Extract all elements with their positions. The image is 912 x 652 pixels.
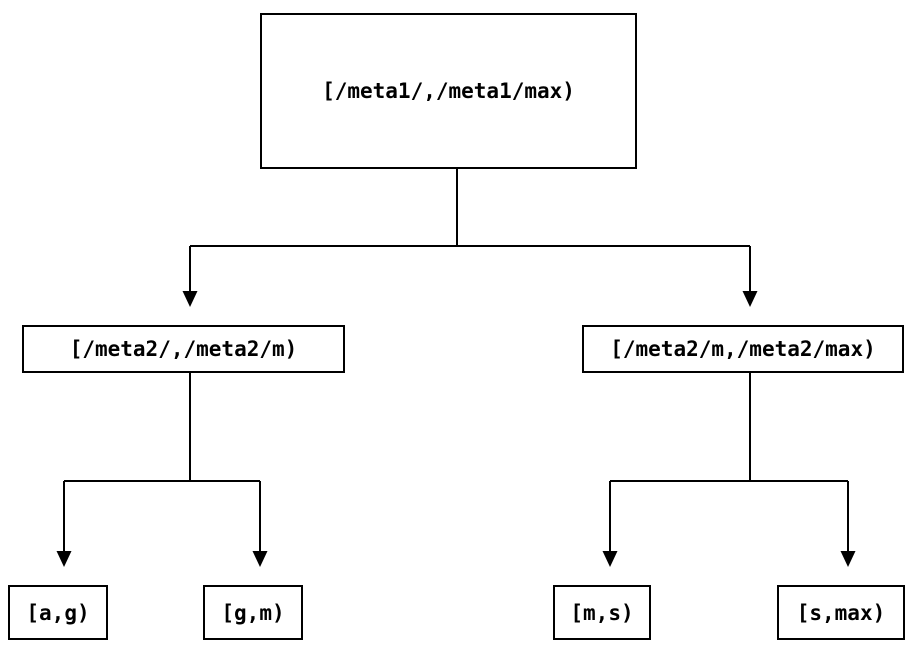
edge-left-children [56, 373, 268, 567]
node-leaf-a-g-label: [a,g) [26, 600, 90, 625]
arrowhead-to-ms-node [602, 551, 618, 567]
node-meta1-range: [/meta1/,/meta1/max) [260, 13, 637, 169]
node-leaf-a-g: [a,g) [8, 585, 108, 640]
node-meta2-lower-range-label: [/meta2/,/meta2/m) [69, 337, 298, 361]
arrowhead-to-smax-node [840, 551, 856, 567]
node-leaf-m-s: [m,s) [553, 585, 651, 640]
node-leaf-s-max: [s,max) [777, 585, 905, 640]
node-leaf-s-max-label: [s,max) [796, 600, 886, 625]
node-leaf-g-m-label: [g,m) [221, 600, 285, 625]
node-meta2-upper-range: [/meta2/m,/meta2/max) [582, 325, 904, 373]
arrowhead-to-left-node [182, 291, 198, 307]
node-leaf-m-s-label: [m,s) [570, 600, 634, 625]
node-meta2-upper-range-label: [/meta2/m,/meta2/max) [610, 337, 876, 361]
node-meta1-range-label: [/meta1/,/meta1/max) [322, 79, 575, 103]
arrowhead-to-gm-node [252, 551, 268, 567]
arrowhead-to-ag-node [56, 551, 72, 567]
arrowhead-to-right-node [742, 291, 758, 307]
node-leaf-g-m: [g,m) [203, 585, 303, 640]
node-meta2-lower-range: [/meta2/,/meta2/m) [22, 325, 345, 373]
edge-root-children [182, 169, 758, 307]
edge-right-children [602, 373, 856, 567]
